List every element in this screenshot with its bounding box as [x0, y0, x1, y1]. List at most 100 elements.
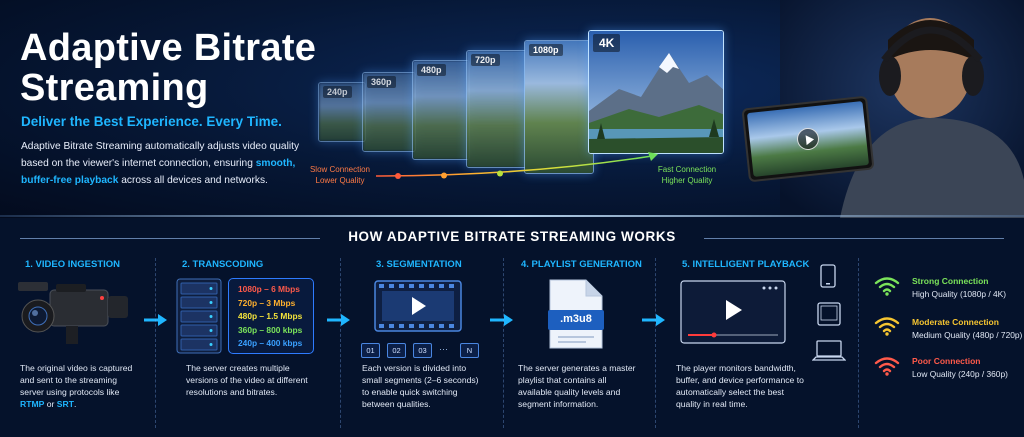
bitrate-row-360p: 360p – 800 kbps	[238, 324, 313, 338]
bitrate-sep: –	[257, 324, 267, 335]
segment-ellipsis: ···	[439, 344, 448, 354]
resolution-label: 480p	[417, 64, 446, 76]
connection-poor-sub: Low Quality (240p / 360p)	[912, 369, 1008, 379]
section-title-line-left	[20, 238, 320, 239]
bitrate-rate: 6 Mbps	[271, 284, 300, 294]
step-title-playlist: 4. PLAYLIST GENERATION	[521, 259, 642, 270]
bitrate-res: 1080p	[238, 284, 262, 294]
bitrate-rate: 3 Mbps	[266, 297, 296, 308]
section-title-wrap: HOW ADAPTIVE BITRATE STREAMING WORKS	[0, 228, 1024, 246]
resolution-label: 240p	[323, 86, 352, 98]
laptop-icon	[812, 340, 846, 361]
step-separator	[155, 258, 156, 428]
fast-connection-line2: Higher Quality	[661, 176, 713, 185]
section-title: HOW ADAPTIVE BITRATE STREAMING WORKS	[334, 229, 690, 244]
server-rack-icon	[176, 278, 222, 354]
segment-box-n: N	[460, 343, 479, 358]
connection-strong-title: Strong Connection	[912, 276, 989, 286]
step-desc-segmentation: Each version is divided into small segme…	[362, 363, 479, 409]
video-player-icon	[680, 280, 786, 344]
segment-box-01: 01	[361, 343, 380, 358]
frame-240p: 240p	[318, 82, 366, 142]
flow-arrow-icon	[490, 314, 513, 326]
wifi-poor-icon	[874, 357, 900, 376]
hero-banner: Adaptive Bitrate Streaming Deliver the B…	[0, 0, 1024, 218]
mountain-scene-image	[525, 41, 593, 173]
resolution-label: 4K	[593, 34, 621, 52]
frame-480p: 480p	[412, 60, 470, 160]
connection-moderate-sub: Medium Quality (480p / 720p)	[912, 330, 1023, 340]
wifi-moderate-icon	[874, 317, 900, 336]
desc-text: Adaptive Bitrate Streaming automatically…	[21, 141, 300, 169]
step-title-playback: 5. INTELLIGENT PLAYBACK	[682, 259, 810, 270]
bitrate-row-1080p: 1080p – 6 Mbps	[238, 283, 313, 297]
ingestion-desc-or: or	[44, 399, 57, 409]
step-separator	[340, 258, 341, 428]
fast-connection-line1: Fast Connection	[657, 165, 717, 174]
bitrate-res: 720p	[238, 297, 258, 308]
bitrate-row-480p: 480p – 1.5 Mbps	[238, 310, 313, 324]
slow-connection-line2: Lower Quality	[315, 176, 365, 185]
hero-divider	[0, 215, 1024, 217]
playlist-file-icon	[548, 279, 604, 349]
mountain-scene-image	[589, 31, 723, 153]
hero-subtitle: Deliver the Best Experience. Every Time.	[21, 114, 282, 129]
connection-strong-sub: High Quality (1080p / 4K)	[912, 289, 1007, 299]
segment-box-03: 03	[413, 343, 432, 358]
bitrate-sep: –	[257, 297, 267, 308]
film-strip-icon	[374, 280, 462, 332]
bitrate-res: 480p	[238, 311, 258, 322]
flow-arrow-icon	[642, 314, 665, 326]
step-separator	[655, 258, 656, 428]
step-separator	[503, 258, 504, 428]
slow-connection-label: Slow Connection Lower Quality	[300, 164, 380, 186]
hero-description: Adaptive Bitrate Streaming automatically…	[21, 138, 316, 189]
tablet-device-image	[741, 95, 875, 183]
connection-moderate-title: Moderate Connection	[912, 317, 999, 327]
step-desc-playlist: The server generates a master playlist t…	[518, 363, 636, 409]
tablet-icon	[817, 302, 841, 326]
resolution-label: 360p	[367, 76, 396, 88]
ingestion-desc-text: The original video is captured and sent …	[20, 363, 133, 397]
bitrate-rate: 800 kbps	[266, 324, 303, 335]
step-title-segmentation: 3. SEGMENTATION	[376, 259, 462, 270]
slow-connection-line1: Slow Connection	[309, 165, 371, 174]
quality-progression-arrow	[375, 152, 658, 179]
flow-arrow-icon	[327, 314, 350, 326]
bitrate-rate: 1.5 Mbps	[266, 311, 303, 322]
bitrate-sep: –	[261, 284, 272, 294]
frame-4k: 4K	[588, 30, 724, 154]
bitrate-ladder: 1080p – 6 Mbps 720p – 3 Mbps 480p – 1.5 …	[228, 278, 314, 354]
section-title-line-right	[704, 238, 1004, 239]
step-title-transcoding: 2. TRANSCODING	[182, 259, 264, 270]
ingestion-desc-end: .	[73, 399, 77, 409]
bitrate-sep: –	[257, 338, 267, 349]
resolution-label: 720p	[471, 54, 500, 66]
step-separator	[858, 258, 859, 428]
resolution-label: 1080p	[529, 44, 563, 56]
smartphone-icon	[820, 264, 836, 288]
bitrate-res: 240p	[238, 338, 258, 349]
step-desc-transcoding: The server creates multiple versions of …	[186, 363, 308, 397]
bitrate-rate: 400 kbps	[266, 338, 303, 349]
step-desc-playback: The player monitors bandwidth, buffer, a…	[676, 363, 804, 409]
step-title-ingestion: 1. VIDEO INGESTION	[25, 259, 121, 270]
page-title: Adaptive Bitrate Streaming	[20, 27, 317, 109]
wifi-strong-icon	[874, 277, 900, 296]
mountain-scene-image	[319, 83, 365, 141]
protocol-rtmp: RTMP	[20, 399, 45, 409]
bitrate-row-720p: 720p – 3 Mbps	[238, 297, 313, 311]
mountain-scene-image	[363, 73, 415, 151]
desc-highlight-buffer-free: buffer-free playback	[21, 175, 119, 186]
mountain-scene-image	[467, 51, 529, 167]
flow-arrow-icon	[144, 314, 167, 326]
video-camera-icon	[18, 282, 128, 344]
frame-360p: 360p	[362, 72, 416, 152]
bitrate-row-240p: 240p – 400 kbps	[238, 337, 313, 351]
bitrate-sep: –	[257, 311, 267, 322]
connection-poor-title: Poor Connection	[912, 356, 981, 366]
bitrate-res: 360p	[238, 324, 258, 335]
playlist-file-extension: .m3u8	[560, 313, 592, 325]
fast-connection-label: Fast Connection Higher Quality	[642, 164, 732, 186]
desc-text-end: across all devices and networks.	[118, 175, 268, 186]
